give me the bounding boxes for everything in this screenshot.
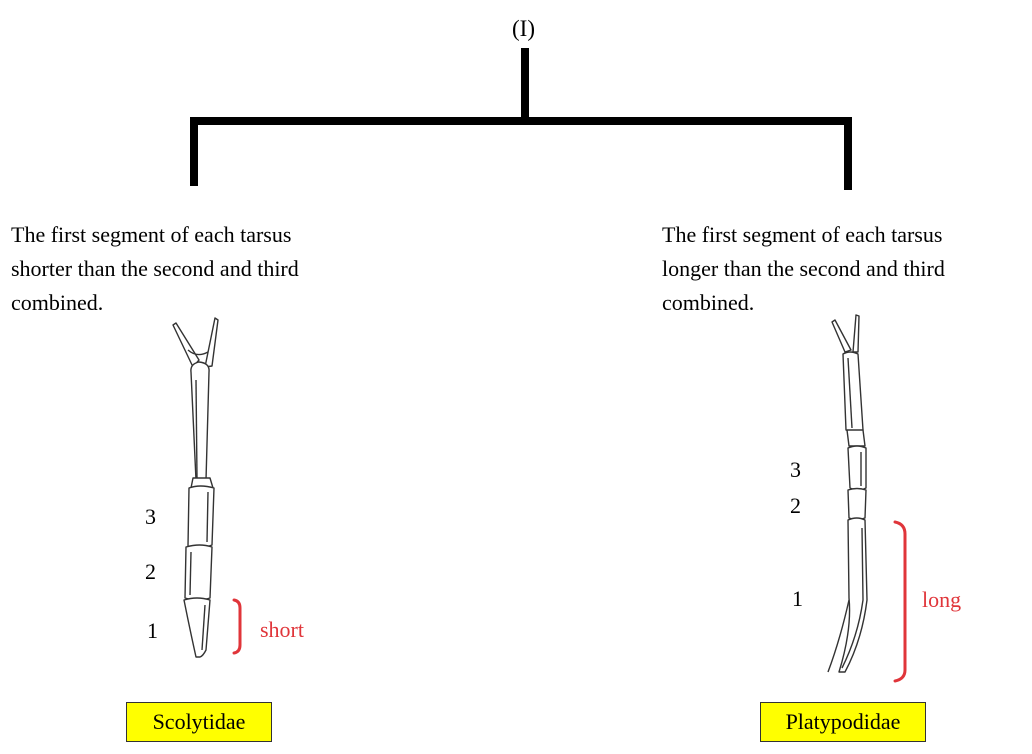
right-claw-segment <box>842 351 864 433</box>
left-claw-segment <box>190 361 210 483</box>
couplet-tree-lines <box>190 48 852 190</box>
left-claw-inner <box>187 349 209 356</box>
left-segment-number-1: 1 <box>147 618 158 643</box>
left-segment-2 <box>184 544 213 601</box>
left-segment-number-3: 3 <box>145 504 156 529</box>
right-description-line: combined. <box>662 290 755 315</box>
couplet-label: (I) <box>512 16 535 41</box>
right-segment-3 <box>847 445 867 491</box>
scolytidae-family-box: Scolytidae <box>126 702 272 742</box>
short-label: short <box>260 617 304 642</box>
left-claw <box>172 322 200 368</box>
right-description-line: The first segment of each tarsus <box>662 222 943 247</box>
left-segment-3 <box>187 485 215 549</box>
left-description-line: The first segment of each tarsus <box>11 222 292 247</box>
left-description-line: shorter than the second and third <box>11 256 299 281</box>
right-description-line: longer than the second and third <box>662 256 945 281</box>
left-description-line: combined. <box>11 290 104 315</box>
right-segment-number-1: 1 <box>792 586 803 611</box>
left-segment-number-2: 2 <box>145 559 156 584</box>
left-segment-1 <box>183 597 211 658</box>
long-label: long <box>922 587 962 612</box>
right-segment-2 <box>847 487 867 521</box>
left-claw-2 <box>204 317 219 368</box>
right-description: The first segment of each tarsus longer … <box>662 218 945 320</box>
short-bracket <box>232 598 242 655</box>
left-description: The first segment of each tarsus shorter… <box>11 218 299 320</box>
right-claw-2 <box>852 314 860 353</box>
right-segment-number-2: 2 <box>790 493 801 518</box>
right-joint <box>846 429 866 447</box>
platypodidae-tarsus-drawing <box>827 314 868 673</box>
scolytidae-tarsus-drawing <box>172 317 219 658</box>
right-claw <box>831 319 852 353</box>
right-segment-number-3: 3 <box>790 457 801 482</box>
platypodidae-family-box: Platypodidae <box>760 702 926 742</box>
long-bracket <box>893 520 907 683</box>
right-segment-1 <box>838 517 868 673</box>
